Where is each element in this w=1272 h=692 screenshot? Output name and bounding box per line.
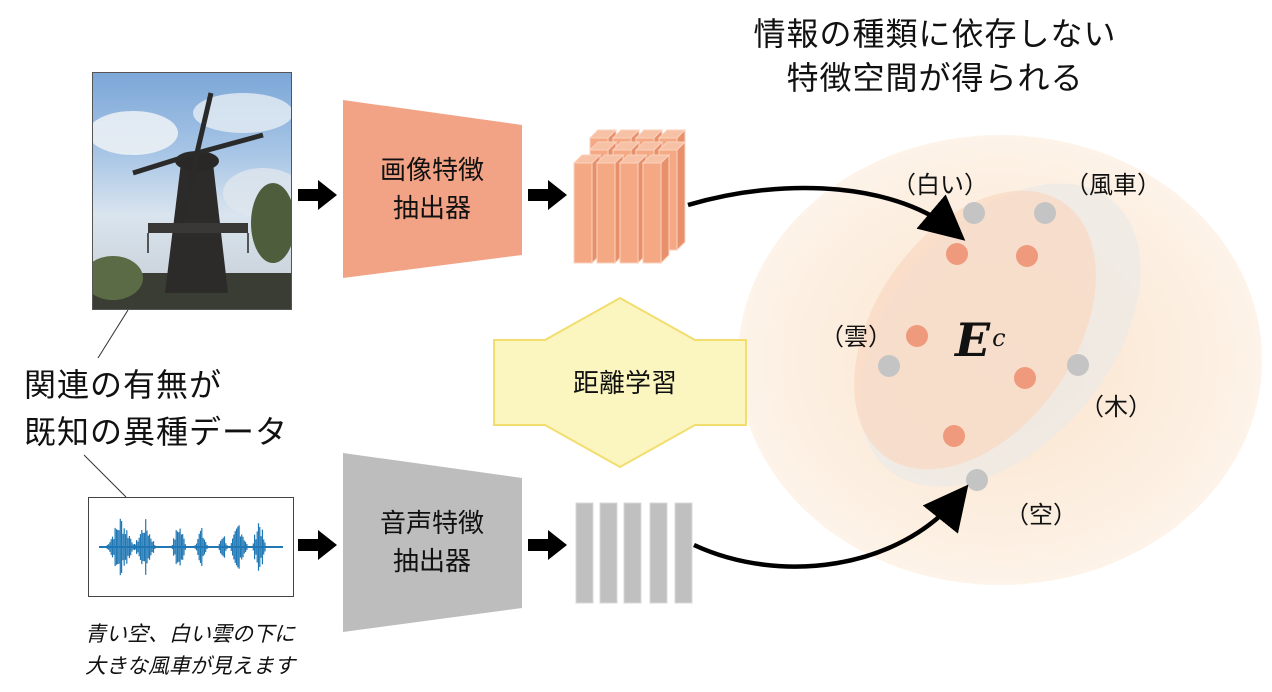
image-to-space-arrow (687, 185, 966, 241)
label-tree: （木） (1080, 393, 1152, 421)
embedding-points (878, 202, 1089, 491)
label-white: （白い） (892, 171, 988, 199)
related-data-caption: 関連の有無が 既知の異種データ (24, 362, 288, 456)
audio-caption-line2: 大きな風車が見えます (85, 654, 295, 678)
audio-waveform (88, 497, 294, 597)
label-sky: （空） (1005, 501, 1077, 529)
feature-map-icon (572, 128, 687, 265)
point-white-image (946, 243, 968, 265)
space-caption-line2: 特徴空間が得られる (786, 59, 1084, 97)
leader-line-audio (83, 454, 127, 498)
image-extractor-shape (343, 100, 522, 278)
label-cloud: （雲） (820, 323, 892, 351)
point-cloud-audio (878, 355, 900, 377)
point-tree-image (1014, 367, 1036, 389)
point-white-audio (963, 202, 985, 224)
distance-learning-label: 距離学習 (572, 369, 677, 399)
related-caption-line1: 関連の有無が (24, 366, 223, 404)
audio-extractor-shape (343, 453, 522, 632)
embedding-symbol: Ec (955, 313, 1006, 367)
audio-transcript-caption: 青い空、白い雲の下に 大きな風車が見えます (50, 618, 330, 682)
image-extractor-label: 画像特徴 抽出器 (357, 152, 507, 228)
audio-extractor-label-line2: 抽出器 (392, 547, 471, 577)
point-cloud-image (906, 325, 928, 347)
waveform-plot (99, 518, 283, 576)
label-windmill: （風車） (1065, 171, 1161, 199)
feature-vector-icon (575, 502, 693, 604)
point-sky-audio (966, 469, 988, 491)
point-sky-image (943, 425, 965, 447)
leader-line-photo (97, 309, 129, 359)
input-arrows (298, 180, 567, 560)
embedding-symbol-superscript: c (992, 324, 1006, 352)
image-extractor-label-line1: 画像特徴 (379, 156, 484, 186)
audio-to-space-arrow (693, 484, 969, 569)
audio-extractor-label: 音声特徴 抽出器 (357, 505, 507, 581)
related-caption-line2: 既知の異種データ (24, 413, 289, 451)
space-caption: 情報の種類に依存しない 特徴空間が得られる (700, 12, 1170, 100)
space-caption-line1: 情報の種類に依存しない (753, 15, 1117, 53)
embedding-symbol-base: E (955, 313, 991, 367)
audio-caption-line1: 青い空、白い雲の下に (85, 622, 295, 646)
windmill-illustration (93, 92, 291, 309)
point-windmill-audio (1034, 202, 1056, 224)
distance-learning-arrow (493, 296, 747, 469)
audio-extractor-label-line1: 音声特徴 (379, 509, 484, 539)
image-extractor-label-line2: 抽出器 (392, 194, 471, 224)
point-tree-audio (1067, 354, 1089, 376)
windmill-photo (92, 72, 292, 310)
point-windmill-image (1016, 245, 1038, 267)
